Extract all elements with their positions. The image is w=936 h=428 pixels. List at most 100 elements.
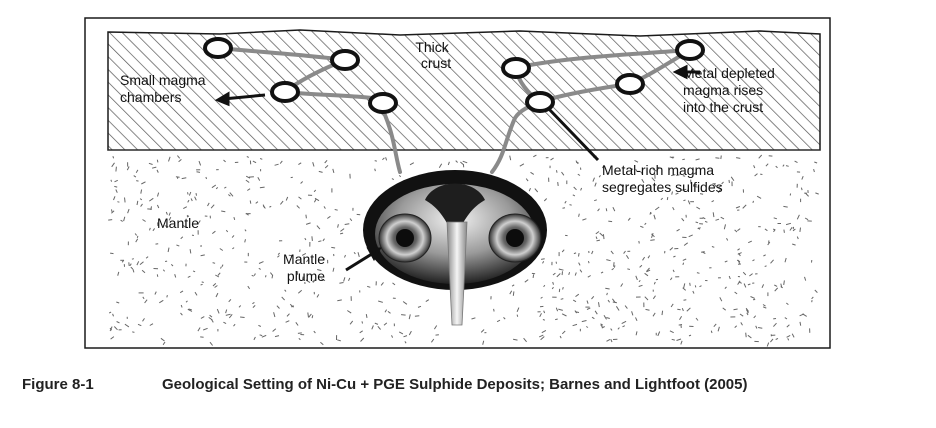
mantle-fleck	[260, 187, 265, 188]
mantle-fleck	[112, 209, 113, 211]
label-mantle-plume: Mantle plume	[283, 251, 329, 284]
magma-chamber	[370, 94, 396, 112]
mantle-fleck	[682, 159, 685, 160]
mantle-fleck	[533, 274, 534, 278]
mantle-fleck	[312, 236, 313, 241]
mantle-fleck	[711, 331, 712, 333]
mantle-fleck	[721, 156, 722, 160]
mantle-fleck	[753, 201, 754, 203]
mantle-fleck	[312, 315, 313, 318]
mantle-fleck	[108, 220, 112, 221]
mantle-fleck	[765, 266, 767, 267]
mantle-fleck	[683, 263, 684, 265]
mantle-fleck	[269, 206, 271, 207]
mantle-fleck	[576, 162, 578, 163]
magma-chamber	[503, 59, 529, 77]
mantle-fleck	[250, 201, 251, 204]
mantle-fleck	[494, 309, 495, 312]
mantle-fleck	[517, 315, 518, 317]
mantle-fleck	[783, 206, 787, 207]
mantle-fleck	[607, 293, 608, 295]
mantle-fleck	[784, 230, 785, 233]
mantle-fleck	[157, 274, 158, 276]
mantle-fleck	[375, 169, 376, 171]
mantle-fleck	[125, 198, 126, 203]
mantle-fleck	[117, 202, 119, 203]
mantle-fleck	[579, 214, 580, 217]
mantle-fleck	[608, 221, 612, 222]
mantle-fleck	[690, 283, 691, 286]
mantle-fleck	[132, 332, 134, 333]
mantle-fleck	[221, 211, 225, 212]
mantle-fleck	[188, 192, 189, 194]
mantle-fleck	[639, 241, 640, 244]
mantle-fleck	[570, 205, 572, 206]
mantle-fleck	[561, 299, 564, 300]
mantle-fleck	[614, 265, 615, 267]
mantle-fleck	[197, 172, 201, 173]
mantle-fleck	[558, 182, 559, 186]
mantle-fleck	[240, 317, 245, 318]
mantle-fleck	[306, 215, 307, 219]
mantle-fleck	[541, 259, 545, 260]
mantle-fleck	[667, 197, 668, 200]
mantle-fleck	[713, 212, 714, 217]
mantle-fleck	[513, 291, 514, 295]
mantle-fleck	[266, 275, 267, 277]
mantle-fleck	[401, 315, 406, 316]
mantle-fleck	[800, 228, 801, 232]
mantle-fleck	[137, 236, 138, 238]
mantle-fleck	[157, 160, 158, 163]
mantle-fleck	[113, 156, 114, 158]
magma-chamber	[272, 83, 298, 101]
mantle-fleck	[555, 319, 558, 320]
mantle-fleck	[167, 295, 168, 297]
mantle-fleck	[201, 284, 203, 285]
mantle-fleck	[800, 322, 801, 326]
mantle-fleck	[606, 208, 607, 211]
mantle-fleck	[773, 229, 775, 230]
mantle-fleck	[202, 282, 204, 283]
mantle-fleck	[111, 180, 112, 182]
mantle-fleck	[415, 316, 419, 317]
mantle-fleck	[206, 177, 207, 179]
mantle-fleck	[684, 300, 687, 301]
mantle-fleck	[650, 240, 654, 241]
mantle-fleck	[110, 253, 113, 254]
figure-caption-text: Geological Setting of Ni-Cu + PGE Sulphi…	[162, 376, 747, 393]
mantle-fleck	[786, 166, 789, 167]
mantle-fleck	[114, 186, 117, 187]
mantle-fleck	[697, 273, 700, 274]
mantle-fleck	[627, 269, 630, 270]
magma-chamber	[205, 39, 231, 57]
mantle-fleck	[746, 333, 747, 338]
mantle-fleck	[579, 253, 580, 256]
mantle-fleck	[784, 280, 785, 285]
mantle-fleck	[603, 234, 604, 239]
mantle-fleck	[734, 309, 738, 310]
mantle-fleck	[683, 200, 685, 201]
mantle-fleck	[801, 188, 802, 191]
mantle-fleck	[298, 333, 302, 334]
mantle-fleck	[366, 314, 367, 318]
mantle-fleck	[588, 261, 589, 263]
mantle-fleck	[662, 311, 663, 315]
mantle-fleck	[695, 285, 696, 287]
mantle-fleck	[116, 167, 117, 172]
magma-chamber	[677, 41, 703, 59]
mantle-fleck	[563, 287, 564, 289]
mantle-fleck	[679, 325, 682, 326]
magma-chamber	[332, 51, 358, 69]
mantle-fleck	[196, 193, 197, 196]
mantle-fleck	[335, 210, 338, 211]
mantle-fleck	[375, 161, 377, 162]
mantle-fleck	[331, 247, 335, 248]
label-thick-crust: Thick crust	[415, 39, 452, 71]
mantle-fleck	[362, 321, 363, 323]
mantle-fleck	[715, 158, 719, 159]
mantle-fleck	[677, 309, 680, 310]
mantle-fleck	[136, 181, 138, 182]
mantle-fleck	[213, 263, 216, 264]
figure-caption: Figure 8-1Geological Setting of Ni-Cu + …	[22, 376, 747, 393]
